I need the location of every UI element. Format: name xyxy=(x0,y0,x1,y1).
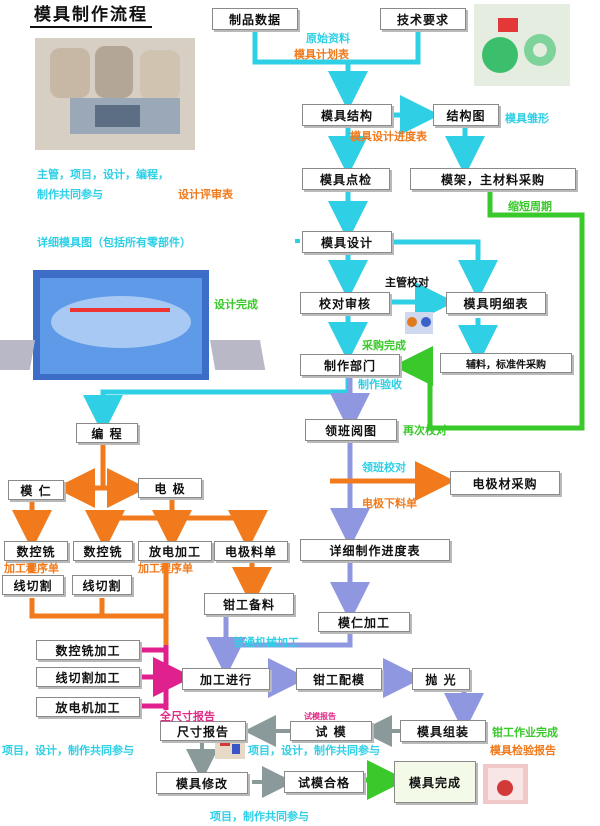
label-recheck: 再次校对 xyxy=(403,424,447,437)
computer-photo xyxy=(0,270,266,380)
node-mold-assembly[interactable]: 模具组装 xyxy=(400,720,486,742)
label-raw-data: 原始资料 xyxy=(306,32,350,45)
label-shorten-cycle: 缩短周期 xyxy=(508,200,552,213)
label-fitter-done: 钳工作业完成 xyxy=(492,726,558,739)
label-detail-drawing: 详细模具图（包括所有零部件） xyxy=(37,236,191,249)
certificate-icon xyxy=(483,764,528,804)
label-design-schedule: 模具设计进度表 xyxy=(350,130,427,143)
label-joint-participation-2: 项目，设计，制作共同参与 xyxy=(248,744,380,757)
connector-design-to-bom xyxy=(392,239,498,300)
node-fitter-assembly[interactable]: 钳工配模 xyxy=(296,668,382,690)
node-wire-machining[interactable]: 线切割加工 xyxy=(36,667,140,687)
label-joint-participation-1: 项目，设计，制作共同参与 xyxy=(2,744,134,757)
node-aux-purchase[interactable]: 辅料，标准件采购 xyxy=(440,353,572,373)
node-mold-modify[interactable]: 模具修改 xyxy=(156,772,248,794)
label-full-dimension-report: 全尺寸报告 xyxy=(160,710,215,723)
label-process-sheet-1: 加工程序单 xyxy=(4,562,59,575)
team-icon xyxy=(405,312,433,334)
node-cnc-milling[interactable]: 数控铣 xyxy=(4,541,68,561)
label-participants-2: 制作共同参与 xyxy=(37,188,103,201)
node-trial-mold[interactable]: 试 模 xyxy=(290,721,372,741)
node-structure-drawing[interactable]: 结构图 xyxy=(433,104,499,126)
node-mold-complete[interactable]: 模具完成 xyxy=(394,761,476,803)
node-dimension-report[interactable]: 尺寸报告 xyxy=(160,721,246,741)
node-electrode-purchase[interactable]: 电极材采购 xyxy=(450,471,560,495)
node-mold-bom[interactable]: 模具明细表 xyxy=(446,292,546,314)
label-production-check: 制作验收 xyxy=(358,378,402,391)
node-mold-check[interactable]: 模具点检 xyxy=(302,168,390,190)
label-purchase-done: 采购完成 xyxy=(362,339,406,352)
node-cnc-milling-2[interactable]: 数控铣 xyxy=(73,541,133,561)
node-cnc-machining[interactable]: 数控铣加工 xyxy=(36,640,140,660)
node-wire-cut[interactable]: 线切割 xyxy=(2,575,64,595)
label-process-sheet-2: 加工程序单 xyxy=(138,562,193,575)
node-electrode[interactable]: 电 极 xyxy=(138,478,202,498)
label-general-machining: 普通机械加工 xyxy=(233,636,299,649)
node-detail-schedule[interactable]: 详细制作进度表 xyxy=(300,539,450,561)
node-team-review[interactable]: 领班阅图 xyxy=(305,419,397,441)
node-core[interactable]: 模 仁 xyxy=(8,480,64,500)
connector-mfg-to-programming xyxy=(83,378,351,435)
label-trial-report: 试模报告 xyxy=(304,712,336,721)
node-manufacturing-dept[interactable]: 制作部门 xyxy=(300,354,400,376)
connector-electrode-split xyxy=(85,500,175,550)
node-electrode-bom[interactable]: 电极料单 xyxy=(214,541,288,561)
label-supervisor-check: 主管校对 xyxy=(385,276,429,289)
label-mold-plan: 模具计划表 xyxy=(294,48,349,61)
node-trial-pass[interactable]: 试模合格 xyxy=(284,771,364,793)
node-machining-progress[interactable]: 加工进行 xyxy=(182,668,270,690)
node-mold-frame-purchase[interactable]: 模架，主材料采购 xyxy=(410,168,576,190)
connector-frame-shorten xyxy=(393,190,585,431)
label-inspection-report: 模具检验报告 xyxy=(490,744,556,757)
node-mold-structure[interactable]: 模具结构 xyxy=(302,104,392,126)
connector-electrode-to-bom xyxy=(172,510,268,550)
node-mold-design[interactable]: 模具设计 xyxy=(302,231,392,253)
mold-photo xyxy=(474,4,570,86)
node-core-machining[interactable]: 模仁加工 xyxy=(318,612,410,632)
label-design-review: 设计评审表 xyxy=(178,188,233,201)
label-electrode-order: 电极下料单 xyxy=(362,497,417,510)
node-tech-requirements[interactable]: 技术要求 xyxy=(380,8,466,30)
node-edm-machining[interactable]: 放电机加工 xyxy=(36,697,140,717)
page-title: 模具制作流程 xyxy=(30,0,152,28)
node-fitter-prep[interactable]: 钳工备料 xyxy=(204,593,294,615)
node-edm[interactable]: 放电加工 xyxy=(138,541,212,561)
label-participants: 主管，项目，设计，编程， xyxy=(37,168,169,181)
node-wire-cut-2[interactable]: 线切割 xyxy=(72,575,132,595)
label-mold-prototype: 模具雏形 xyxy=(505,112,549,125)
connector-core-to-progress xyxy=(206,630,353,677)
meeting-photo xyxy=(35,38,195,150)
connector-data-to-plan xyxy=(252,30,421,65)
node-product-data[interactable]: 制品数据 xyxy=(212,8,298,30)
label-design-done: 设计完成 xyxy=(214,298,258,311)
node-polish[interactable]: 抛 光 xyxy=(412,668,470,690)
node-programming[interactable]: 编 程 xyxy=(76,423,138,443)
label-team-check: 领班校对 xyxy=(362,461,406,474)
node-proof-review[interactable]: 校对审核 xyxy=(300,292,390,314)
label-joint-participation-3: 项目，制作共同参与 xyxy=(210,810,309,823)
